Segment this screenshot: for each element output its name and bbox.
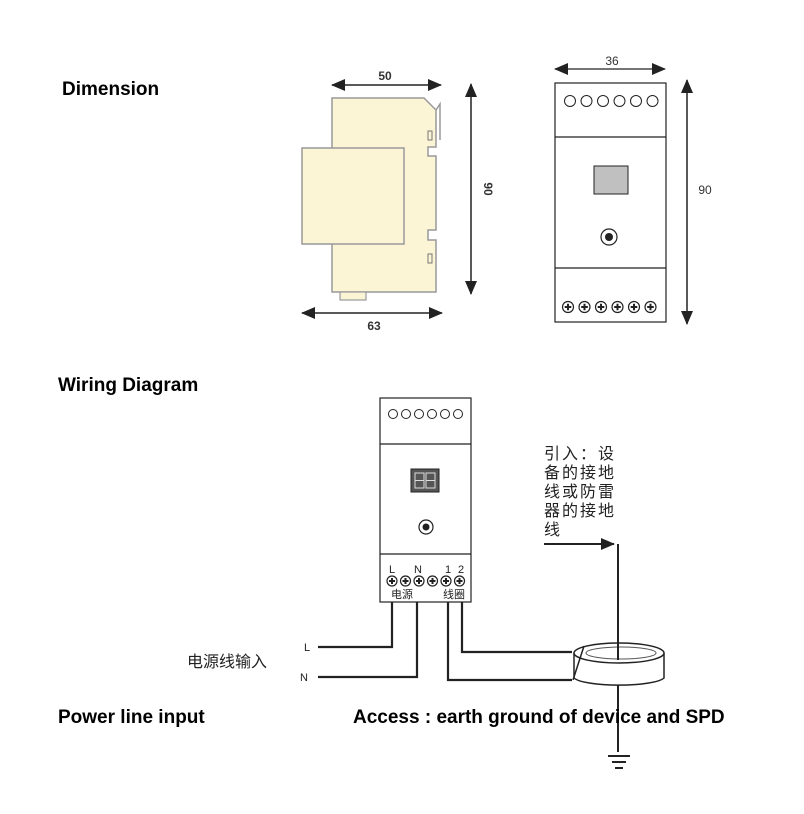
front-body [554, 82, 667, 323]
line-L-label: L [304, 642, 310, 654]
wire-N [318, 602, 419, 679]
terminal-screw-icon [578, 300, 591, 314]
front-view-drawing: 36 90 [554, 54, 712, 325]
terminal-screw-icon [453, 575, 466, 587]
wiring-terminal-screws [386, 575, 466, 587]
side-body-front [301, 147, 405, 245]
terminal-hole [388, 409, 398, 419]
terminal-hole [646, 95, 659, 107]
line-N-label: N [300, 672, 308, 684]
wiring-diagram-heading: Wiring Diagram [58, 375, 199, 396]
terminal-hole [440, 409, 450, 419]
terminal-hole [453, 409, 463, 419]
dim-label-top-width: 50 [378, 69, 392, 83]
terminal-label-1: 1 [445, 564, 451, 576]
terminal-label-N: N [414, 564, 422, 576]
terminal-screw-icon [644, 300, 657, 314]
side-view-drawing: 50 90 63 [301, 69, 495, 333]
ground-note-line: 器的接地 [544, 501, 617, 520]
terminal-hole [597, 95, 609, 107]
current-transformer [572, 636, 665, 686]
terminal-screw-icon [399, 575, 412, 587]
wiring-button-inner [422, 523, 430, 531]
terminal-screw-icon [413, 575, 425, 587]
power-line-input-caption: Power line input [58, 707, 205, 728]
dimension-heading: Dimension [62, 79, 160, 100]
wire-L [318, 602, 394, 649]
terminal-label-2: 2 [458, 564, 464, 576]
terminal-hole [613, 95, 626, 107]
dim-label-front-height: 90 [698, 183, 712, 197]
ground-note-line: 引入：设 [544, 444, 617, 463]
dim-label-height-side: 90 [481, 182, 495, 196]
terminal-screw-icon [627, 300, 641, 314]
power-group-label: 电源 [391, 587, 413, 601]
dim-label-bottom-width: 63 [367, 319, 381, 333]
ground-note-line: 备的接地 [544, 463, 617, 482]
wires [318, 538, 619, 752]
terminal-screw-icon [561, 300, 575, 314]
front-display [593, 165, 629, 195]
coil-group-label: 线圈 [443, 587, 465, 601]
dim-label-front-width: 36 [605, 54, 619, 68]
terminal-hole [401, 409, 411, 419]
terminal-screw-icon [594, 300, 608, 314]
power-input-cn-label: 电源线输入 [187, 652, 267, 671]
wiring-device-body [379, 397, 472, 603]
ground-note-line: 线或防雷 [544, 482, 617, 501]
terminal-hole [427, 409, 437, 419]
terminal-label-L: L [389, 564, 395, 576]
ground-note-line: 线 [544, 520, 563, 539]
side-foot [339, 291, 367, 301]
side-clip-top [435, 101, 441, 140]
wiring-top-terminal-holes [388, 409, 463, 419]
terminal-hole [564, 95, 576, 107]
front-bottom-screws [561, 300, 657, 314]
front-button-inner [605, 233, 613, 241]
terminal-hole [630, 95, 642, 107]
terminal-hole [414, 409, 424, 419]
wiring-display [410, 468, 440, 493]
terminal-screw-icon [386, 575, 398, 587]
front-top-terminal-holes [564, 95, 659, 107]
ground-note-cn: 引入：设 备的接地 线或防雷 器的接地 线 [544, 444, 644, 539]
wire-coil-1 [446, 602, 572, 682]
side-slot-bottom [427, 253, 433, 264]
terminal-screw-icon [611, 300, 624, 314]
terminal-screw-icon [426, 575, 439, 587]
ground-icon [608, 755, 630, 769]
terminal-hole [580, 95, 593, 107]
wiring-device: L N 1 2 电源 线圈 [379, 397, 472, 603]
access-note-caption: Access : earth ground of device and SPD [353, 707, 725, 728]
wire-coil-2 [460, 602, 572, 654]
terminal-screw-icon [440, 575, 452, 587]
side-slot-top [427, 130, 433, 141]
